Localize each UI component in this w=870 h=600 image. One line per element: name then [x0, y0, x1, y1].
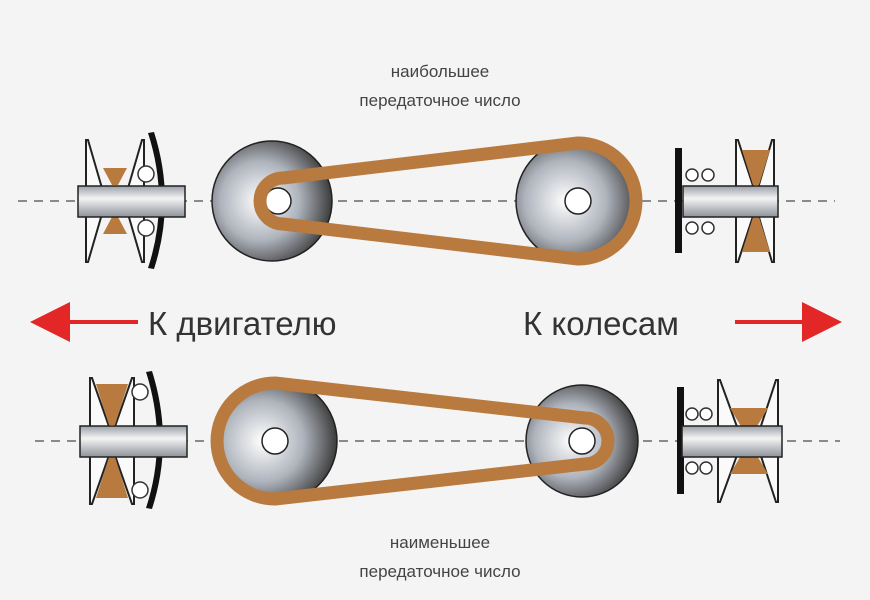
- bottom-caption-line1: наименьшее: [390, 533, 490, 552]
- top-drive-variator: [77, 132, 186, 269]
- top-row: [18, 132, 835, 269]
- top-caption-line2: передаточное число: [359, 91, 520, 110]
- top-belt: [253, 136, 643, 266]
- top-driven-variator: [675, 139, 779, 263]
- top-caption-line1: наибольшее: [391, 62, 489, 81]
- top-left-disk: [211, 140, 333, 262]
- bottom-left-disk: [212, 378, 338, 504]
- to-wheels-label: К колесам: [523, 305, 679, 342]
- bottom-belt: [210, 376, 615, 506]
- bottom-right-disk: [525, 384, 639, 498]
- bottom-caption-line2: передаточное число: [359, 562, 520, 581]
- bottom-driven-variator: [677, 379, 783, 503]
- to-engine-label: К двигателю: [148, 305, 337, 342]
- bottom-drive-variator: [79, 371, 188, 509]
- bottom-row: [35, 371, 840, 509]
